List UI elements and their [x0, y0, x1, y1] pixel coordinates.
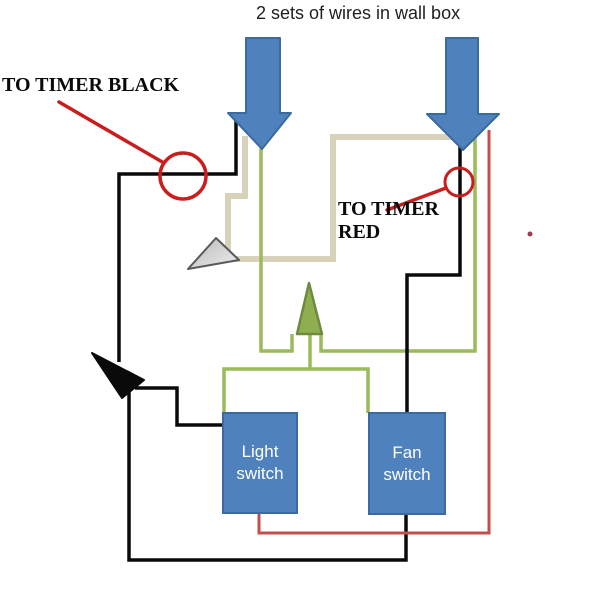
- timer-red-callout-label: TO TIMER RED: [338, 198, 439, 243]
- black-wires-connector-arrow-icon: [91, 352, 145, 399]
- timer-black-callout-circle: [158, 151, 208, 201]
- hot-wire-left: [117, 121, 238, 362]
- ground-up-arrow-icon: [295, 281, 324, 336]
- hot-wire-right-to-fan-switch: [405, 146, 462, 414]
- light-switch-box: [222, 412, 298, 514]
- right-cable-down-arrow-icon: [426, 37, 500, 151]
- fan-switch-label: Fan switch: [383, 442, 431, 484]
- left-cable-down-arrow-icon: [227, 37, 292, 150]
- hot-wire-bottom-loop: [127, 392, 408, 562]
- light-switch-label: Light switch: [236, 442, 284, 483]
- diagram-title: 2 sets of wires in wall box: [256, 3, 461, 23]
- ground-bus-to-switches: [222, 367, 370, 413]
- red-dot-mark: [527, 231, 533, 237]
- timer-black-callout-label: TO TIMER BLACK: [2, 74, 180, 96]
- fan-switch-box: [368, 412, 446, 515]
- ground-wire-left: [259, 145, 294, 353]
- timer-black-callout-line: [57, 100, 166, 165]
- red-wire-light-switch-to-cable: [257, 130, 491, 535]
- hot-wire-to-light-switch: [135, 386, 224, 427]
- ground-wire-right: [319, 130, 477, 353]
- timer-red-callout-circle: [443, 166, 475, 198]
- timer-red-callout-line: [385, 186, 448, 212]
- white-wires-connector-arrow-icon: [187, 237, 240, 270]
